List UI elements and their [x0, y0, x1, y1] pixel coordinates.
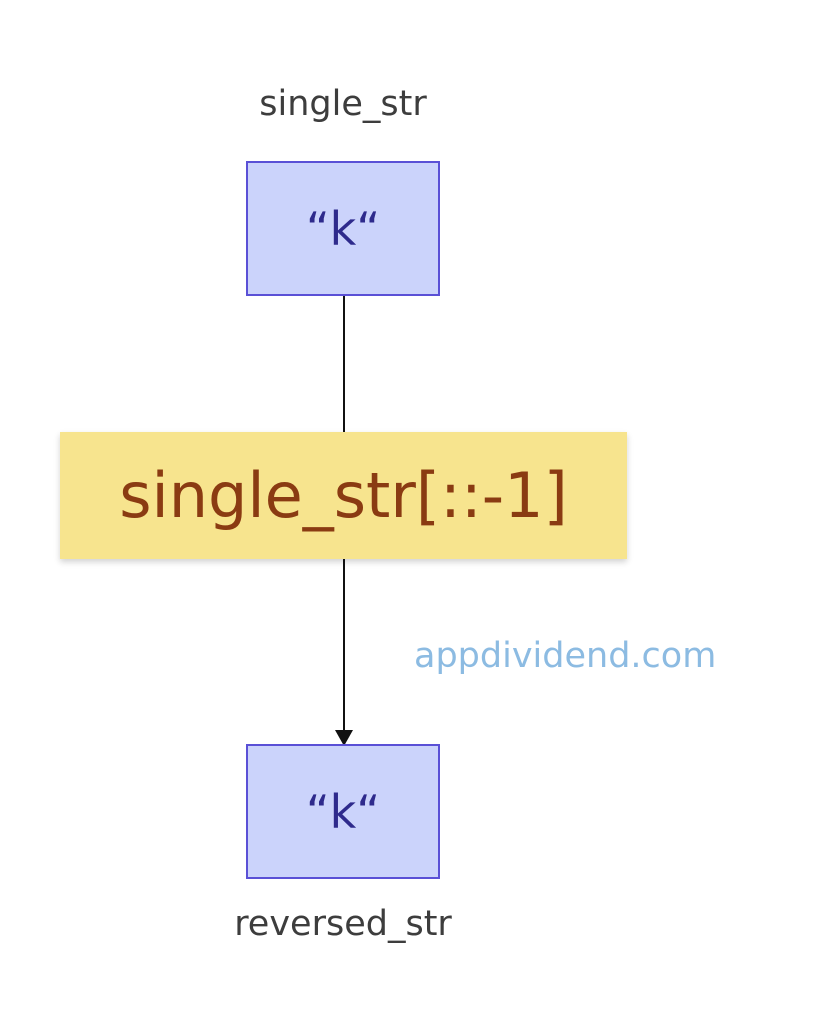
output-variable-label: reversed_str [234, 904, 452, 944]
input-string-value: “k“ [305, 201, 381, 256]
output-string-node: “k“ [246, 744, 440, 879]
slice-operation-box: single_str[::-1] [60, 432, 627, 559]
output-string-value: “k“ [305, 784, 381, 839]
input-string-node: “k“ [246, 161, 440, 296]
slice-expression: single_str[::-1] [119, 459, 568, 532]
input-variable-label: single_str [259, 84, 427, 124]
watermark-text: appdividend.com [414, 636, 717, 676]
arrowhead-icon [335, 730, 353, 746]
